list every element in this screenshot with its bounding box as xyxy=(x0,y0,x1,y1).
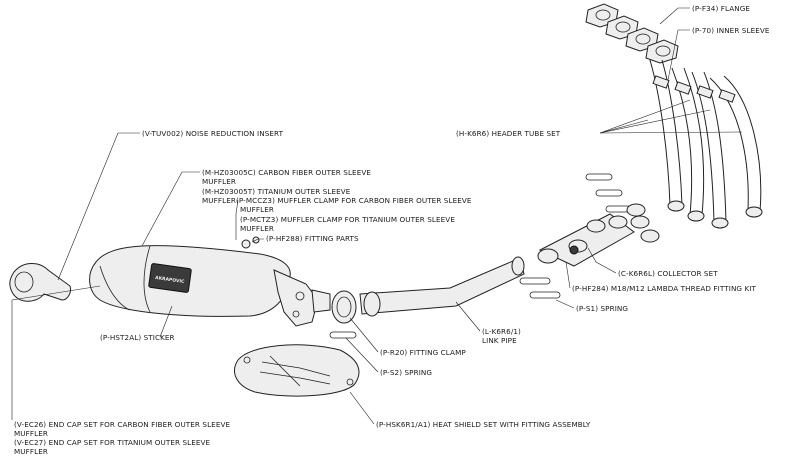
label-link-pipe: (L-K6R6/1) xyxy=(482,327,521,336)
label-lambda-fitting: (P-HF284) M18/M12 LAMBDA THREAD FITTING … xyxy=(572,284,757,293)
label-end-cap-ti-2: MUFFLER xyxy=(14,447,48,456)
label-inner-sleeve: (P-70) INNER SLEEVE xyxy=(692,26,770,35)
label-carbon-sleeve-2: MUFFLER xyxy=(202,177,236,186)
springs-s1 xyxy=(519,277,561,299)
label-noise-reduction-insert: (V-TUV002) NOISE REDUCTION INSERT xyxy=(142,129,284,138)
label-header-tube-set: (H-K6R6) HEADER TUBE SET xyxy=(456,129,561,138)
leader-lines xyxy=(11,7,743,425)
label-spring-s1: (P-S1) SPRING xyxy=(576,304,628,313)
label-muffler-clamp-cf-2: MUFFLER xyxy=(240,205,274,214)
heat-shield xyxy=(234,344,360,397)
label-fitting-parts: (P-HF288) FITTING PARTS xyxy=(266,234,359,243)
spring-s2 xyxy=(329,331,357,339)
header-springs xyxy=(585,173,633,213)
label-link-pipe-2: LINK PIPE xyxy=(482,336,517,345)
collector-set xyxy=(537,203,660,267)
fitting-clamp xyxy=(331,290,357,324)
label-end-cap-cf-2: MUFFLER xyxy=(14,429,48,438)
noise-reduction-insert xyxy=(9,263,71,302)
label-fitting-clamp: (P-R20) FITTING CLAMP xyxy=(380,348,466,357)
label-collector-set: (C-K6R6L) COLLECTOR SET xyxy=(618,269,718,278)
label-end-cap-ti: (V-EC27) END CAP SET FOR TITANIUM OUTER … xyxy=(14,438,211,447)
header-tube-set xyxy=(585,3,763,229)
label-muffler-clamp-ti-2: MUFFLER xyxy=(240,224,274,233)
label-muffler-clamp-cf: MUFFLER(P-MCCZ3) MUFFLER CLAMP FOR CARBO… xyxy=(202,196,472,205)
labels: (P-F34) FLANGE (P-70) INNER SLEEVE (H-K6… xyxy=(14,4,770,456)
label-end-cap-cf: (V-EC26) END CAP SET FOR CARBON FIBER OU… xyxy=(14,420,230,429)
link-pipe xyxy=(359,256,525,317)
label-flange: (P-F34) FLANGE xyxy=(692,4,750,13)
label-heat-shield: (P-HSK6R1/A1) HEAT SHIELD SET WITH FITTI… xyxy=(376,420,591,429)
label-sticker: (P-HST2AL) STICKER xyxy=(100,333,175,342)
label-carbon-sleeve: (M-HZ03005C) CARBON FIBER OUTER SLEEVE xyxy=(202,168,371,177)
label-spring-s2: (P-S2) SPRING xyxy=(380,368,432,377)
label-muffler-clamp-ti: (P-MCTZ3) MUFFLER CLAMP FOR TITANIUM OUT… xyxy=(240,215,455,224)
akrapovic-logo: AKRAPOVIC xyxy=(148,263,192,293)
label-titanium-sleeve: (M-HZ03005T) TITANIUM OUTER SLEEVE xyxy=(202,187,351,196)
svg-text:AKRAPOVIC: AKRAPOVIC xyxy=(155,275,186,285)
muffler: AKRAPOVIC xyxy=(89,236,331,327)
flange-group xyxy=(585,3,679,64)
